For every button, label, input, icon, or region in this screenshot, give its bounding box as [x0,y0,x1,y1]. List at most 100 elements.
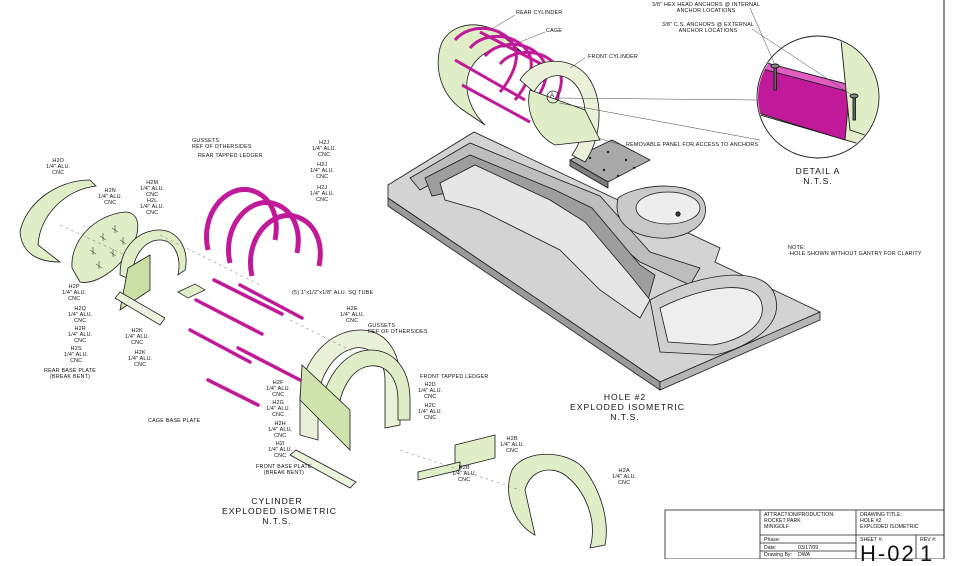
label-text: REMOVABLE PANEL FOR ACCESS TO ANCHORS [626,142,759,148]
part-id: H2I [275,441,285,447]
label-detail-tag: A [550,93,554,99]
part-id: H2N [104,188,116,194]
label-note: NOTE: -HOLE SHOWN WITHOUT GANTRY FOR CLA… [788,245,922,257]
part-material: 1/4" ALU. [62,290,87,297]
label-gussets-front: GUSSETS REF OF OTHERSIDES [368,323,428,335]
label-h2h: H2H 1/4" ALU. CNC [268,421,292,440]
label-text: CAGE [546,28,563,34]
note-text: -HOLE SHOWN WITHOUT GANTRY FOR CLARITY [788,251,922,258]
label-text: 3/8" C.S. ANCHORS @ EXTERNAL [662,22,755,28]
part-process: CNC [131,340,144,347]
label-h2j-b: H2J 1/4" ALU. CNC [310,162,334,181]
part-process: CNC [146,192,159,199]
tb-value: EXPLODED ISOMETRIC [860,524,919,530]
part-process: CNC [316,174,329,181]
part-material: 1/4" ALU. [125,334,150,341]
part-id: H2P [68,284,80,290]
part-id: H2A [618,468,630,474]
label-h2c: H2C 1/4" ALU. CNC [418,403,442,422]
part-process: CNC [274,453,287,460]
tb-drawn-by: Drawing By: DWA [764,552,810,558]
title-hole: HOLE #2 EXPLODED ISOMETRIC N.T.S. [570,392,685,422]
part-process: CNC [458,477,471,484]
part-material: 1/4" ALU. [68,312,93,319]
title-cylinder: CYLINDER EXPLODED ISOMETRIC N.T.S. [222,496,337,526]
part-h2n [71,211,139,283]
part-process: CNC [74,338,87,345]
part-id: H2K [131,328,143,334]
part-material: 1/4" ALU. [64,352,89,359]
tb-value: HOLE #2 [860,518,882,524]
part-id: GUSSETS [192,138,220,144]
part-id: H2D [424,382,436,388]
part-id: H2L [146,198,158,204]
label-h2i: H2I 1/4" ALU. CNC [268,441,292,460]
label-gussets-rear: GUSSETS REF OF OTHERSIDES [192,138,252,150]
label-h2q: H2Q 1/4" ALU. CNC [68,306,92,325]
tb-value: DWA [798,552,810,558]
label-h2f: H2F 1/4" ALU. CNC [266,380,290,399]
label-removable-panel: REMOVABLE PANEL FOR ACCESS TO ANCHORS [626,142,758,148]
label-text: ANCHOR LOCATIONS [678,28,738,35]
title-line: EXPLODED ISOMETRIC [570,402,685,412]
tb-label: DRAWING TITLE: [860,512,902,518]
title-line: EXPLODED ISOMETRIC [222,506,337,516]
label-cage: CAGE [546,28,562,34]
note-heading: NOTE: [788,245,806,251]
tb-value: MINIGOLF [764,524,790,530]
part-process: CNC [146,210,159,217]
label-hex-anchors: 3/8" HEX HEAD ANCHORS @ INTERNAL ANCHOR … [652,2,760,14]
part-id: H2G [272,400,285,406]
label-h2j-a: H2J 1/4" ALU. CNC [312,140,336,159]
part-process: CNC [424,415,437,422]
part-material: 1/4" ALU. [310,191,335,198]
part-material: 1/4" ALU. [268,447,293,454]
label-rear-tapped-ledger: REAR TAPPED LEDGER [198,153,263,159]
part-h2j-ribs [204,186,323,277]
part-material: 1/4" ALU. [418,409,443,416]
part-process: CNC [52,170,65,177]
title-line: DETAIL A [795,166,841,176]
part-h2b [417,434,496,481]
part-material: 1/4" ALU. [266,406,291,413]
part-material: 1/4" ALU. [268,427,293,434]
part-h2n-pattern [89,225,127,269]
label-h2d: H2D 1/4" ALU. CNC [418,382,442,401]
label-h2b-a: H2B 1/4" ALU. CNC [500,436,524,455]
title-line: HOLE #2 [603,392,647,402]
tb-value: 03/17/09 [798,545,819,551]
tb-label: Date: [764,545,777,551]
part-material: 1/4" ALU. [68,332,93,339]
tb-drawing-title: DRAWING TITLE: HOLE #2 EXPLODED ISOMETRI… [860,512,919,530]
label-sq-tube: (5) 1"x1/2"x1/8" ALU. SQ TUBE [292,290,373,296]
part-id: FRONT BASE PLATE [256,464,312,470]
part-id: FRONT TAPPED LEDGER [420,374,489,380]
part-note: (BREAK BENT) [263,470,304,477]
label-cs-anchors: 3/8" C.S. ANCHORS @ EXTERNAL ANCHOR LOCA… [662,22,754,34]
part-id: H2K [134,350,146,356]
label-h2b-b: H2B 1/4" ALU. CNC [452,465,476,484]
part-front-cylinder [289,329,411,489]
label-front-base-plate: FRONT BASE PLATE (BREAK BENT) [256,464,312,476]
part-rear-ring [114,229,187,326]
part-process: CNC [70,358,83,365]
part-process: CNC [618,480,631,487]
tb-label: SHEET #: [860,537,883,543]
part-material: 1/4" ALU. [128,356,153,363]
part-id: H2J [317,162,328,168]
part-material: 1/4" ALU. [140,186,165,193]
part-process: CNC [134,362,147,369]
label-h2g: H2G 1/4" ALU. CNC [266,400,290,419]
title-block-frame [664,509,945,559]
tb-label: Phase: [764,537,781,543]
title-line: N.T.S. [803,176,833,186]
tb-label: Drawing By: [764,552,792,558]
label-text: ANCHOR LOCATIONS [676,8,736,15]
part-material: 1/4" ALU. [140,204,165,211]
title-line: N.T.S. [610,412,640,422]
label-h2s: H2S 1/4" ALU. CNC [64,346,88,365]
part-id: H2J [317,185,328,191]
part-material: 1/4" ALU. [46,164,71,171]
part-material: 1/4" ALU. [266,386,291,393]
